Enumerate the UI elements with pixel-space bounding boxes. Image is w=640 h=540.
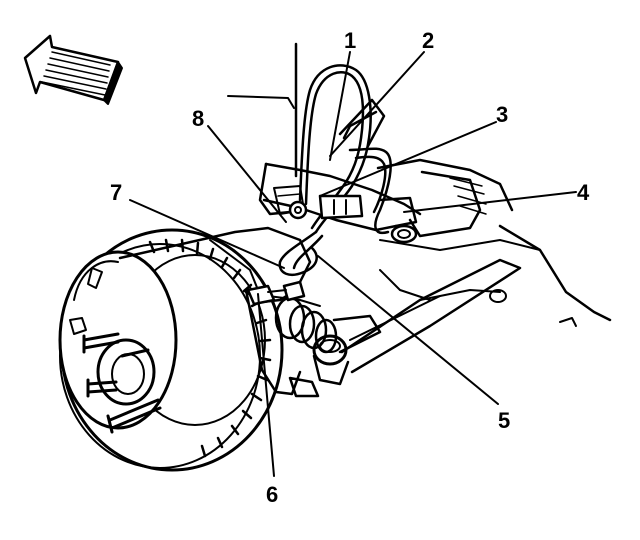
callout-5: 5 bbox=[498, 408, 510, 433]
leader-5 bbox=[317, 255, 499, 405]
callout-7: 7 bbox=[110, 180, 122, 205]
forward-direction-arrow-icon bbox=[23, 34, 123, 105]
leader-7 bbox=[129, 199, 285, 269]
callout-8: 8 bbox=[192, 106, 204, 131]
callout-6: 6 bbox=[266, 482, 278, 507]
leader-1 bbox=[329, 51, 351, 161]
wheel-studs bbox=[82, 332, 162, 434]
frame-crossmember bbox=[376, 158, 612, 327]
callout-labels: 1 2 3 4 5 6 7 8 bbox=[110, 28, 590, 507]
wheel-speed-sensor bbox=[246, 280, 306, 306]
leader-6 bbox=[257, 293, 275, 477]
callout-2: 2 bbox=[422, 28, 434, 53]
leader-2 bbox=[329, 51, 425, 157]
callout-3: 3 bbox=[496, 102, 508, 127]
leader-3 bbox=[319, 121, 497, 197]
callout-1: 1 bbox=[344, 28, 356, 53]
leader-4 bbox=[403, 191, 577, 213]
leader-8 bbox=[207, 125, 287, 223]
callout-leaders bbox=[129, 51, 577, 477]
lower-control-arm bbox=[288, 258, 522, 398]
axle-boot bbox=[274, 296, 382, 354]
sensor-connector bbox=[288, 194, 364, 220]
brake-hose-harness bbox=[278, 64, 392, 276]
frame-bracket bbox=[227, 42, 298, 178]
wheel-hub bbox=[58, 250, 178, 430]
callout-4: 4 bbox=[577, 180, 590, 205]
